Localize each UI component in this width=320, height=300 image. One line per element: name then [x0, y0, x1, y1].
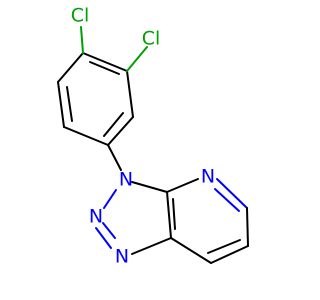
- bond-triazole-n-left-to-n-bottom: [95, 227, 112, 249]
- atom-label-cl-right: Cl: [142, 28, 161, 50]
- phenyl-ring-bonds: [57, 52, 134, 146]
- bond-phenyl-top-upper-right: [82, 52, 128, 72]
- bond-pyridine-top-left-to-n: [166, 178, 199, 193]
- bond-phenyl-inner-right: [103, 112, 124, 137]
- chloro-substituent-bonds: [80, 26, 148, 72]
- bond-phenyl-lower-right-bottom: [107, 116, 134, 146]
- bond-pyridine-bottom-right-to-bottom: [210, 245, 249, 264]
- atom-label-cl-top: Cl: [71, 5, 90, 27]
- bond-pyridine-inner-bottom-double: [207, 239, 241, 254]
- bond-phenyl-inner-left: [66, 86, 73, 122]
- bond-pyridine-inner-n-double: [214, 188, 240, 212]
- bond-cl-top: [80, 26, 84, 54]
- bond-triazole-c-to-n-top: [131, 181, 168, 193]
- bond-phenyl-upper-left-top: [57, 52, 84, 83]
- bond-pyridine-top-right-to-bottom-right: [246, 207, 249, 247]
- atom-label-n-triazole-left: N: [89, 206, 103, 228]
- linker-bond: [107, 144, 122, 171]
- bond-triazole-n-left-to-n-bottom-double: [102, 222, 116, 239]
- atom-label-n-triazole-bottom: N: [115, 246, 129, 268]
- bond-pyridine-n-to-top-right: [216, 178, 248, 209]
- bond-triazole-n-top-to-n-left: [103, 189, 117, 209]
- bond-pyridine-inner-left-double: [172, 198, 176, 230]
- bond-triazole-n-bottom-to-c: [131, 237, 172, 255]
- bond-cl-right: [126, 46, 148, 72]
- bond-phenyl-lower-left-upper-left: [57, 81, 65, 128]
- atom-label-n-triazole-top: N: [119, 169, 133, 191]
- bond-phenyl-bottom-lower-left: [63, 126, 109, 146]
- atom-labels: Cl Cl N N N N: [71, 5, 215, 268]
- molecule-structure-canvas: Cl Cl N N N N: [57, 4, 249, 268]
- triazole-ring-bonds: [95, 181, 172, 255]
- molecule-structure-svg: Cl Cl N N N N: [57, 5, 249, 268]
- bond-phenyl-upper-right-lower-right: [126, 70, 134, 118]
- bond-triazole-c-to-c: [166, 191, 172, 239]
- atom-label-n-pyridine: N: [201, 166, 215, 188]
- bond-phenyl-inner-top: [89, 61, 120, 75]
- bond-phenyl-to-triazole-n: [107, 144, 122, 171]
- pyridine-ring-bonds: [166, 178, 249, 264]
- bond-pyridine-bottom-to-bottom-left: [170, 237, 212, 264]
